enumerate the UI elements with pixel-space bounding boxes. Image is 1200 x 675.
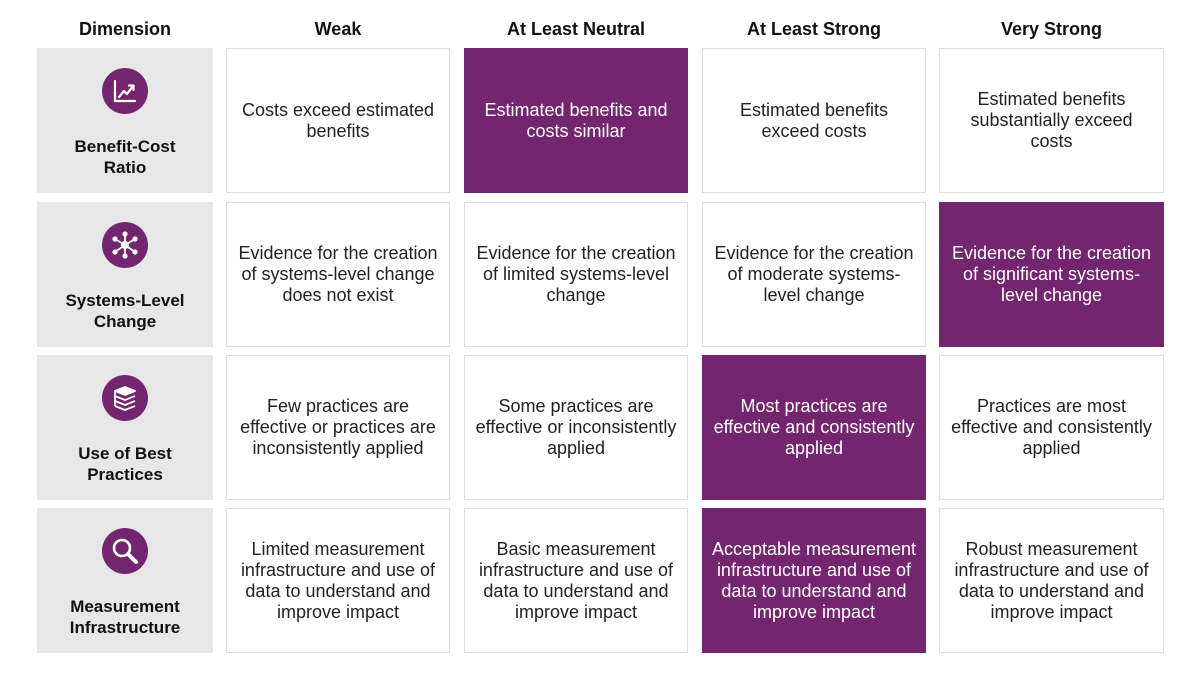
dimension-label: Use of Best Practices (78, 444, 172, 484)
books-stack-icon (102, 375, 148, 421)
rating-cell-at-least-neutral: Estimated benefits and costs similar (464, 48, 688, 193)
magnifier-icon (102, 528, 148, 574)
rating-cell-very-strong: Practices are most effective and consist… (939, 355, 1164, 500)
dimension-benefit-cost-ratio: Benefit-Cost Ratio (37, 48, 213, 193)
rating-cell-at-least-neutral: Basic measurement infrastructure and use… (464, 508, 688, 653)
rating-cell-at-least-strong: Evidence for the creation of moderate sy… (702, 202, 926, 347)
rating-cell-weak: Few practices are effective or practices… (226, 355, 450, 500)
rating-cell-very-strong: Evidence for the creation of significant… (939, 202, 1164, 347)
rating-cell-weak: Evidence for the creation of systems-lev… (226, 202, 450, 347)
dimension-measurement-infrastructure: Measurement Infrastructure (37, 508, 213, 653)
header-dimension: Dimension (78, 18, 171, 39)
rating-cell-at-least-strong: Estimated benefits exceed costs (702, 48, 926, 193)
network-icon (102, 222, 148, 268)
header-at-least-strong: At Least Strong (746, 18, 881, 39)
rating-cell-weak: Limited measurement infrastructure and u… (226, 508, 450, 653)
dimension-label: Measurement Infrastructure (69, 597, 181, 637)
dimension-label: Benefit-Cost Ratio (74, 137, 176, 177)
dimension-use-of-best-practices: Use of Best Practices (37, 355, 213, 500)
header-weak: Weak (314, 18, 362, 39)
rating-cell-at-least-neutral: Some practices are effective or inconsis… (464, 355, 688, 500)
rating-cell-very-strong: Robust measurement infrastructure and us… (939, 508, 1164, 653)
dimension-systems-level-change: Systems-Level Change (37, 202, 213, 347)
rating-cell-at-least-strong: Most practices are effective and consist… (702, 355, 926, 500)
chart-trend-icon (102, 68, 148, 114)
header-at-least-neutral: At Least Neutral (506, 18, 646, 39)
rating-cell-weak: Costs exceed estimated benefits (226, 48, 450, 193)
header-very-strong: Very Strong (1000, 18, 1103, 39)
rating-cell-at-least-neutral: Evidence for the creation of limited sys… (464, 202, 688, 347)
rating-cell-very-strong: Estimated benefits substantially exceed … (939, 48, 1164, 193)
dimension-label: Systems-Level Change (65, 291, 185, 331)
rating-cell-at-least-strong: Acceptable measurement infrastructure an… (702, 508, 926, 653)
